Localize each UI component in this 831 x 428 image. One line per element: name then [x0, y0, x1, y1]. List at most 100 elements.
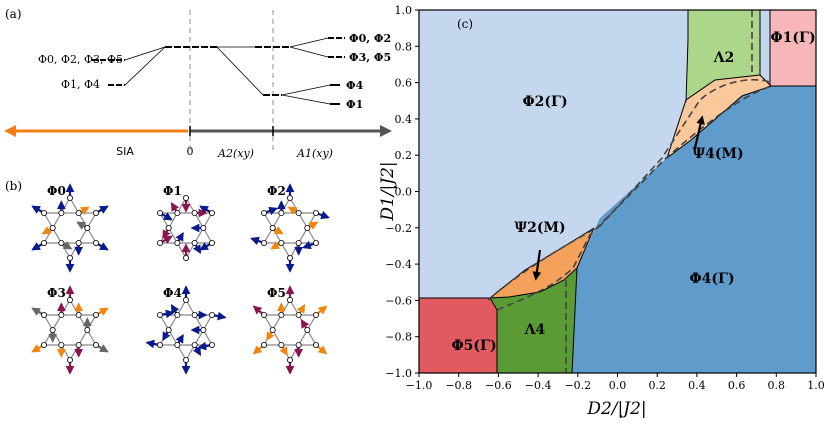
zero-label: 0: [187, 145, 194, 158]
lattice-site: [41, 239, 48, 246]
lattice-site: [75, 210, 82, 217]
lattice-site: [286, 296, 293, 303]
x-tick-label: −0.6: [485, 379, 512, 392]
lattice-site: [312, 239, 319, 246]
lattice-site: [304, 326, 311, 333]
lattice-site: [92, 311, 99, 318]
lattice-site: [278, 312, 285, 319]
label-lambda2: Λ2: [713, 50, 735, 66]
lattice-site: [261, 209, 268, 216]
lattice-site: [157, 311, 164, 318]
mode-label: Φ3: [47, 286, 66, 300]
label-psi2-m: Ψ2(M): [514, 220, 565, 236]
lattice-site: [312, 341, 319, 348]
y-tick-label: 0.2: [395, 149, 413, 162]
region-psi2-m: [490, 228, 594, 298]
lattice-site: [269, 224, 276, 231]
lattice-site: [200, 224, 207, 231]
lattice-site: [208, 311, 215, 318]
level-label-right-4: Φ1: [346, 98, 363, 111]
mode-label: Φ0: [47, 184, 66, 198]
connector-2: [124, 46, 166, 86]
lattice-site: [157, 209, 164, 216]
lattice-site: [174, 239, 181, 246]
lattice-site: [295, 341, 302, 348]
level-label-right-2: Φ3, Φ5: [349, 51, 391, 64]
lattice-site: [182, 356, 189, 363]
lattice-site: [67, 254, 74, 261]
kagome-mode: Φ4: [145, 285, 227, 375]
y-tick-label: −1.0: [385, 367, 412, 380]
y-tick-label: 0.8: [395, 40, 413, 53]
lattice-site: [67, 194, 74, 201]
lattice-site: [84, 224, 91, 231]
kagome-triangle-up: [158, 298, 214, 346]
lattice-site: [174, 312, 181, 319]
lattice-site: [286, 194, 293, 201]
lattice-site: [261, 239, 268, 246]
y-tick-label: −0.8: [385, 331, 412, 344]
x-tick-label: 0.6: [728, 379, 746, 392]
panel-b-label: (b): [5, 179, 22, 193]
y-tick-label: −0.4: [385, 258, 412, 271]
lattice-site: [304, 224, 311, 231]
kagome-triangle-up: [42, 196, 98, 244]
lattice-site: [174, 341, 181, 348]
lattice-site: [261, 341, 268, 348]
lattice-site: [312, 311, 319, 318]
kagome-mode: Φ2: [250, 183, 330, 273]
lattice-site: [58, 210, 65, 217]
sia-label: SIA: [116, 145, 134, 158]
lattice-site: [165, 224, 172, 231]
lattice-site: [67, 296, 74, 303]
label-lambda4: Λ4: [524, 322, 546, 338]
lattice-site: [295, 239, 302, 246]
lattice-site: [41, 209, 48, 216]
x-tick-label: −1.0: [406, 379, 433, 392]
lattice-site: [191, 210, 198, 217]
x-tick-label: −0.2: [564, 379, 591, 392]
lattice-site: [295, 210, 302, 217]
lattice-site: [58, 239, 65, 246]
mode-label: Φ5: [267, 286, 286, 300]
lattice-site: [191, 341, 198, 348]
lattice-site: [191, 312, 198, 319]
lattice-site: [182, 254, 189, 261]
lattice-site: [84, 326, 91, 333]
mode-label: Φ2: [267, 184, 286, 198]
x-axis-label: D2/|J2|: [586, 399, 646, 419]
level-label-2fold: Φ1, Φ4: [61, 78, 100, 91]
kagome-triangle-down: [158, 212, 214, 260]
panel-c: (c) Φ2(Γ) Φ1(Γ) Λ2 Ψ4(M) Ψ2(M) Φ4(Γ) Λ4 …: [378, 4, 825, 419]
kagome-triangle-down: [262, 212, 318, 260]
lattice-site: [92, 239, 99, 246]
kagome-mode: Φ0: [31, 183, 109, 273]
level-label-right-1: Φ0, Φ2: [349, 32, 391, 45]
region-lambda4: [490, 268, 577, 373]
kagome-triangle-up: [158, 196, 214, 244]
kagome-triangle-down: [158, 314, 214, 362]
lattice-site: [67, 356, 74, 363]
label-phi1-gamma: Φ1(Γ): [770, 30, 815, 46]
lattice-site: [75, 312, 82, 319]
label-phi5-gamma: Φ5(Γ): [451, 338, 496, 354]
lattice-site: [182, 194, 189, 201]
connector-1: [124, 46, 166, 61]
x-tick-label: 0.4: [688, 379, 706, 392]
kagome-triangle-down: [42, 212, 98, 260]
lattice-site: [269, 326, 276, 333]
region-phi5-gamma: [419, 298, 497, 373]
field-arrowhead: [380, 125, 392, 137]
lattice-site: [208, 209, 215, 216]
lattice-site: [278, 341, 285, 348]
connector-7: [281, 84, 331, 96]
kagome-mode: Φ1: [157, 184, 215, 261]
label-phi2-gamma: Φ2(Γ): [522, 94, 567, 110]
region-phi4-gamma: [572, 86, 816, 373]
y-tick-label: 0.4: [395, 113, 413, 126]
y-tick-label: 0.6: [395, 77, 413, 90]
panel-a: (a) Φ0, Φ2, Φ3, Φ5 Φ1, Φ4 Φ0, Φ2 Φ3, Φ5 …: [4, 7, 392, 160]
